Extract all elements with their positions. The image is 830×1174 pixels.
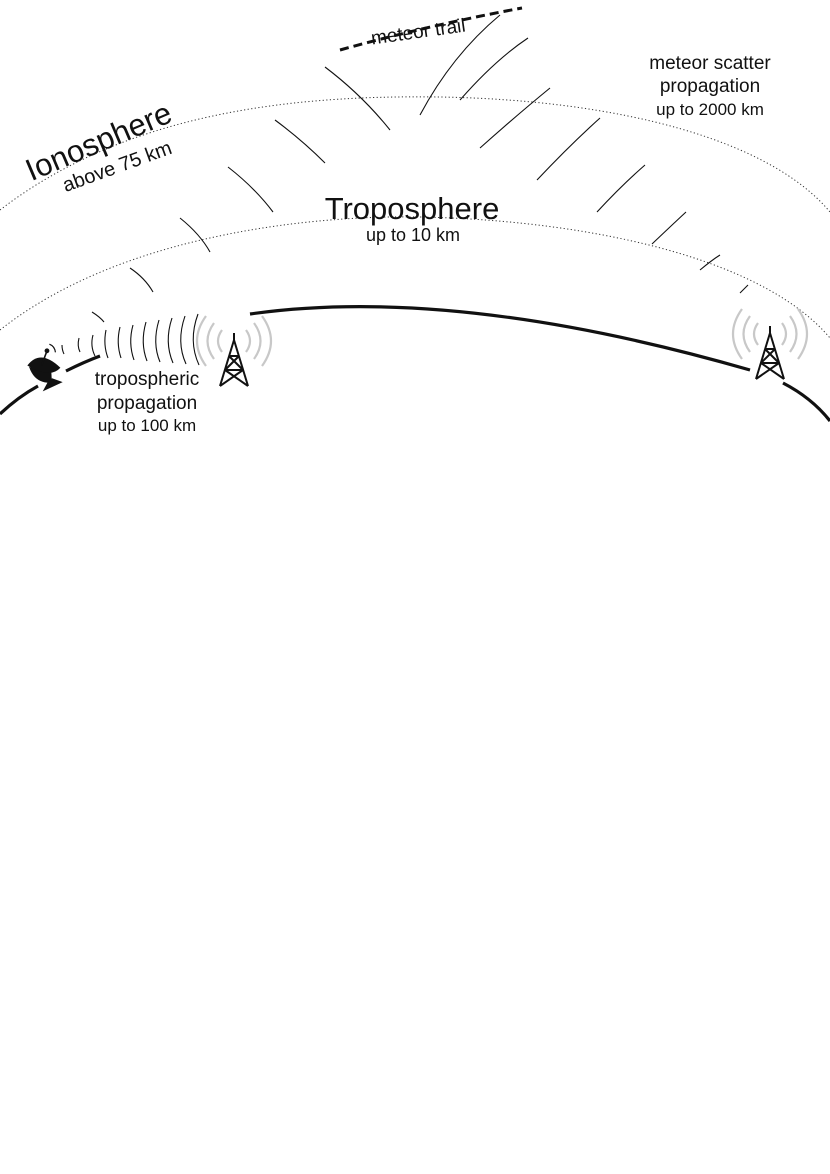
earth-surface-left-mid	[65, 354, 101, 373]
troposphere-label: Troposphere	[325, 191, 500, 226]
tropospheric-range: up to 100 km	[98, 416, 196, 435]
radio-tower-icon	[219, 333, 249, 387]
tropospheric-label-line2: propagation	[97, 393, 197, 414]
earth-surface	[0, 305, 830, 422]
tropospheric-waves	[61, 313, 200, 366]
meteor-scatter-label-line2: propagation	[660, 76, 760, 97]
tower-right-waves	[731, 308, 809, 360]
ionosphere-boundary	[0, 96, 830, 213]
radio-tower-icon	[755, 326, 785, 380]
radio-tower-right	[731, 308, 809, 380]
earth-surface-right	[782, 381, 830, 422]
meteor-scatter-label-line1: meteor scatter	[649, 53, 771, 74]
troposphere-altitude: up to 10 km	[366, 225, 460, 245]
tower-left-waves	[195, 315, 273, 367]
meteor-trail	[339, 6, 523, 52]
troposphere-boundary	[0, 216, 830, 339]
satellite-dish-icon	[27, 343, 63, 392]
tropospheric-label-line1: tropospheric	[95, 369, 200, 390]
earth-surface-left	[0, 384, 39, 416]
meteor-scatter-rays	[91, 14, 749, 323]
meteor-scatter-range: up to 2000 km	[656, 100, 764, 119]
radio-tower-left	[195, 315, 273, 387]
earth-surface-center	[249, 305, 751, 372]
meteor-trail-label: meteor trail	[370, 15, 467, 49]
